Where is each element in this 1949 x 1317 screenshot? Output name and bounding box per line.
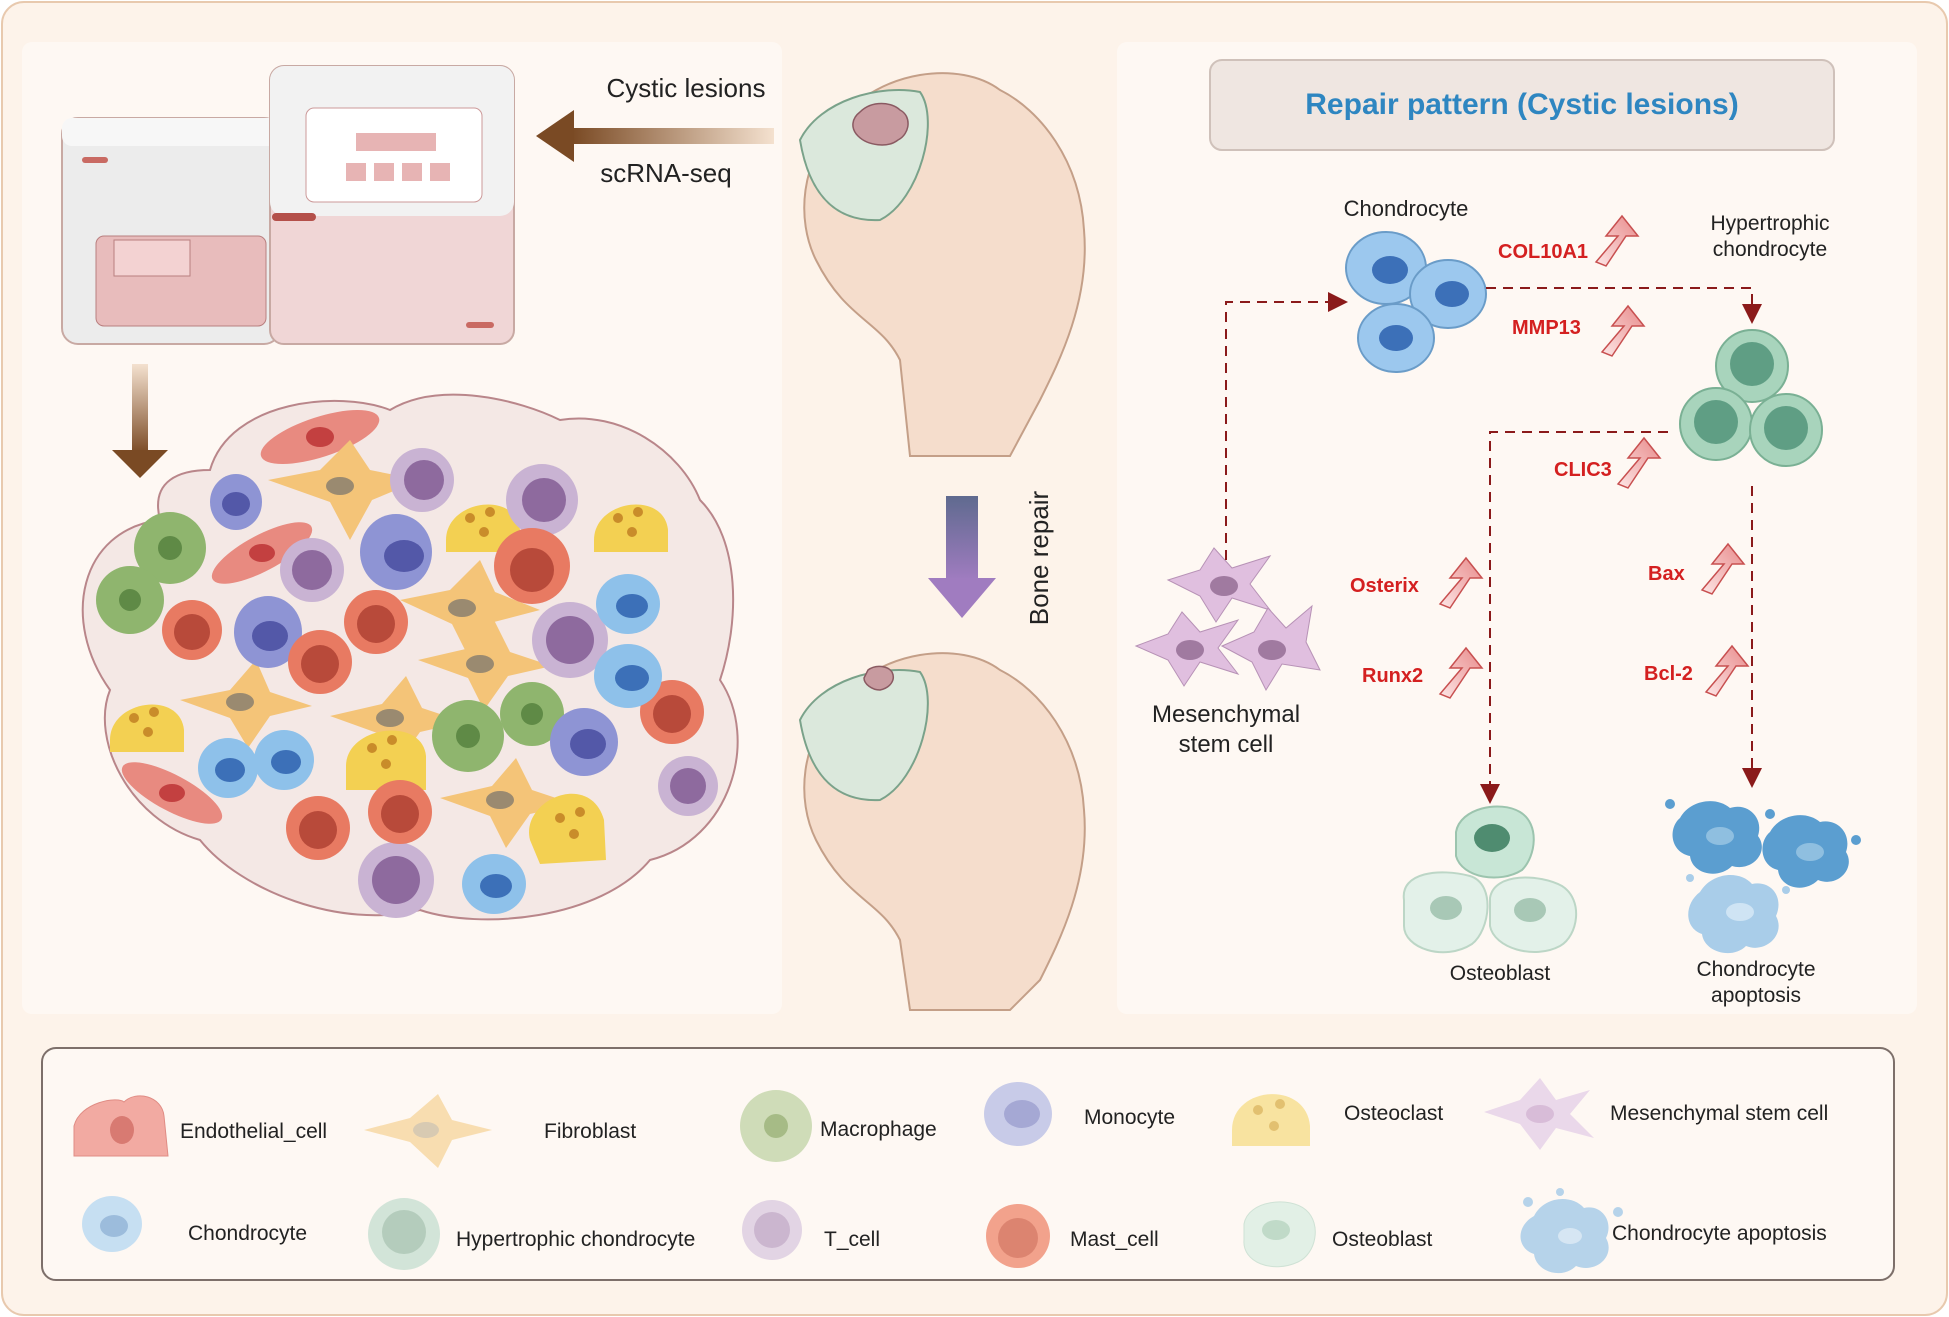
t-cell-icon (742, 1200, 802, 1260)
legend-box (41, 1047, 1895, 1281)
chondrocyte-label: Chondrocyte (1344, 196, 1469, 221)
up-arrow-icon (1600, 304, 1646, 357)
hypertrophic-label-1: Hypertrophic (1710, 212, 1829, 235)
gene-col10a1-label: COL10A1 (1498, 241, 1588, 263)
right-panel (1117, 42, 1917, 1014)
up-arrow-icon (1616, 436, 1662, 489)
gene-markers: COL10A1 MMP13 CLIC3 Osterix Runx2 Bax Bc… (1350, 214, 1750, 699)
sequencer-machine-icon (61, 65, 515, 345)
scrna-seq-arrow (536, 110, 774, 162)
legend-label-fibroblast: Fibroblast (544, 1120, 636, 1143)
hypertrophic-chondrocyte-cluster-icon (1679, 329, 1823, 467)
mesenchymal-stem-cell-icon (1484, 1078, 1594, 1150)
gene-bcl2-label: Bcl-2 (1644, 663, 1693, 685)
femur-repaired-icon (798, 652, 1086, 1011)
chondrocyte-cluster-icon (1345, 231, 1487, 373)
legend-label-endothelial: Endothelial_cell (180, 1120, 327, 1143)
up-arrow-icon (1700, 542, 1746, 595)
femur-lesion-icon (798, 72, 1086, 457)
hypertrophic-label-2: chondrocyte (1713, 238, 1827, 261)
bone-repair-label: Bone repair (1024, 490, 1054, 625)
gene-bax-label: Bax (1648, 563, 1685, 585)
hypertrophic-chondrocyte-icon (368, 1198, 440, 1270)
macrophage-icon (740, 1090, 812, 1162)
legend-label-hypertrophic: Hypertrophic chondrocyte (456, 1228, 695, 1251)
up-arrow-icon (1438, 646, 1484, 699)
legend-label-apoptosis: Chondrocyte apoptosis (1612, 1222, 1827, 1245)
fibroblast-icon (364, 1094, 492, 1168)
cystic-lesions-label: Cystic lesions (607, 73, 766, 103)
gene-clic3-label: CLIC3 (1554, 459, 1612, 481)
legend-label-t-cell: T_cell (824, 1228, 880, 1251)
bone-repair-arrow (928, 496, 996, 618)
legend-label-osteoclast: Osteoclast (1344, 1102, 1443, 1125)
apoptosis-label-2: apoptosis (1711, 984, 1801, 1007)
legend-label-chondrocyte: Chondrocyte (188, 1222, 307, 1245)
osteoclast-icon (1232, 1094, 1310, 1146)
gene-mmp13-label: MMP13 (1512, 317, 1581, 339)
chondrocyte-icon (82, 1196, 142, 1252)
panel-title: Repair pattern (Cystic lesions) (1305, 88, 1738, 121)
msc-label-2: stem cell (1179, 731, 1274, 758)
scrna-seq-label: scRNA-seq (600, 158, 731, 188)
up-arrow-icon (1594, 214, 1640, 267)
apoptosis-label-1: Chondrocyte (1696, 958, 1815, 981)
chondrocyte-apoptosis-icon (1520, 1188, 1623, 1274)
down-arrow (112, 364, 168, 478)
pathway-connectors (1225, 287, 1762, 804)
legend-label-mast-cell: Mast_cell (1070, 1228, 1159, 1251)
msc-label-1: Mesenchymal (1152, 701, 1300, 728)
mesenchymal-stem-cell-cluster-icon (1134, 547, 1321, 692)
legend-label-msc: Mesenchymal stem cell (1610, 1102, 1828, 1125)
endothelial-cell-icon (73, 1095, 169, 1157)
up-arrow-icon (1704, 644, 1750, 697)
osteoblast-cluster-icon (1402, 805, 1577, 954)
cell-cluster (81, 393, 739, 921)
up-arrow-icon (1438, 556, 1484, 609)
gene-runx2-label: Runx2 (1362, 665, 1423, 687)
legend-label-osteoblast: Osteoblast (1332, 1228, 1433, 1251)
title-box (1209, 59, 1835, 151)
mast-cell-icon (986, 1204, 1050, 1268)
gene-osterix-label: Osterix (1350, 575, 1419, 597)
osteoblast-icon (1243, 1201, 1316, 1268)
legend-label-monocyte: Monocyte (1084, 1106, 1175, 1129)
monocyte-icon (984, 1082, 1052, 1146)
osteoblast-label: Osteoblast (1450, 962, 1551, 985)
chondrocyte-apoptosis-cluster-icon (1665, 799, 1861, 954)
legend-label-macrophage: Macrophage (820, 1118, 937, 1141)
